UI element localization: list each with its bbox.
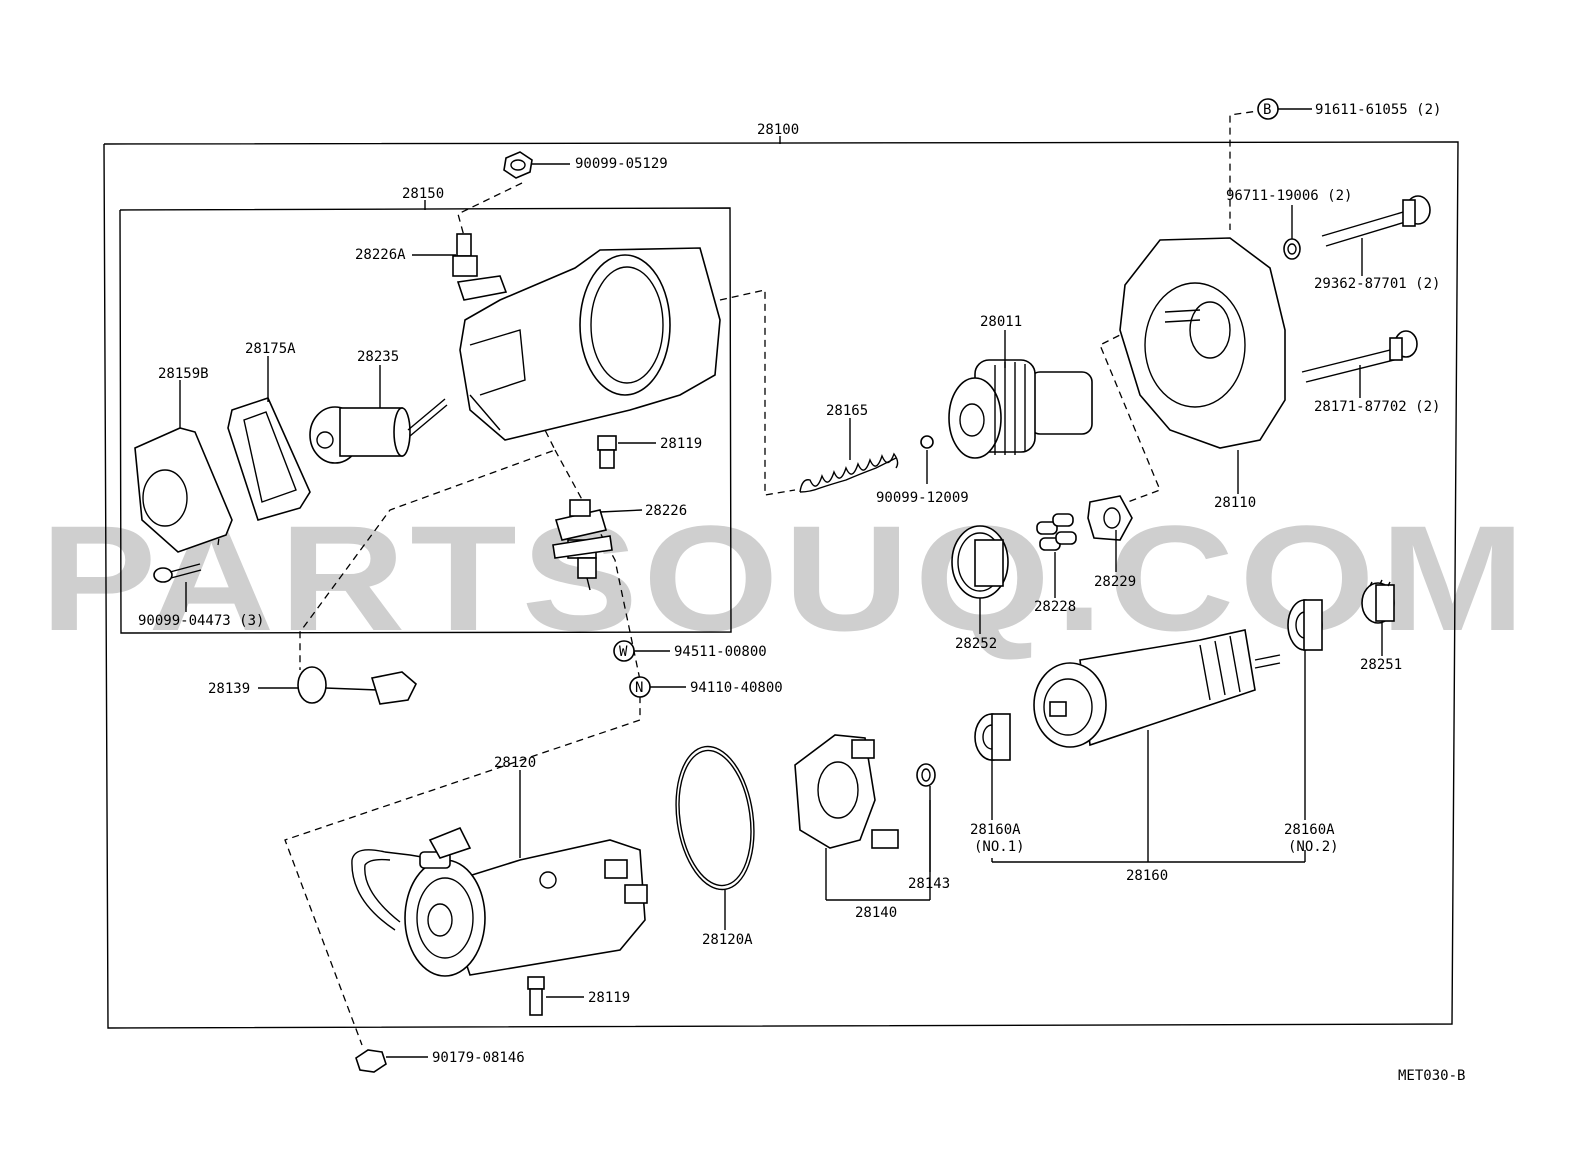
callout-90099-12009[interactable]: 90099-12009: [876, 490, 969, 506]
brush-holder-28140: [794, 734, 899, 849]
symbol-b-letter: B: [1263, 102, 1271, 118]
callout-28229[interactable]: 28229: [1094, 574, 1136, 590]
callout-28120[interactable]: 28120: [494, 755, 536, 771]
callout-28226[interactable]: 28226: [645, 503, 687, 519]
oring-28120a: [675, 745, 755, 891]
sub-assembly-frame: [119, 207, 732, 634]
dash-housing-left: [1099, 329, 1161, 504]
callout-28160a-no2[interactable]: 28160A: [1284, 822, 1335, 838]
screw-90099-04473: [153, 563, 202, 583]
callout-28171-87702[interactable]: 28171-87702 (2): [1314, 399, 1440, 415]
bolt-28171: [1301, 330, 1418, 383]
callout-28143[interactable]: 28143: [908, 876, 950, 892]
spring-28165: [799, 452, 899, 493]
callout-90179-08146[interactable]: 90179-08146: [432, 1050, 525, 1066]
gear-28251: [1361, 579, 1395, 624]
pin-28119-top: [597, 435, 617, 469]
bearing-28160a-no1: [974, 713, 1011, 761]
housing-28150: [459, 247, 721, 441]
cover-28159b: [134, 427, 233, 553]
pin-28119-bottom: [527, 976, 545, 1016]
callout-28228[interactable]: 28228: [1034, 599, 1076, 615]
oring-96711: [1283, 238, 1301, 260]
dash-solenoid: [284, 449, 641, 1046]
callout-28252[interactable]: 28252: [955, 636, 997, 652]
callout-28139[interactable]: 28139: [208, 681, 250, 697]
callout-91611-61055[interactable]: 91611-61055 (2): [1315, 102, 1441, 118]
lead-wire-28139: [297, 666, 417, 705]
ball-90099-12009: [920, 435, 934, 449]
dash-lead: [299, 419, 556, 670]
callout-28226a[interactable]: 28226A: [355, 247, 406, 263]
callout-28120a[interactable]: 28120A: [702, 932, 753, 948]
callout-28160a-no1[interactable]: 28160A: [970, 822, 1021, 838]
solenoid-28120: [351, 826, 648, 977]
callout-29362-87701[interactable]: 29362-87701 (2): [1314, 276, 1440, 292]
dash-b: [1229, 109, 1266, 230]
callout-28175a[interactable]: 28175A: [245, 341, 296, 357]
callout-28160a-no2-sub[interactable]: (NO.2): [1288, 839, 1339, 855]
callout-28160a-no1-sub[interactable]: (NO.1): [974, 839, 1025, 855]
dash-housing-right: [719, 289, 796, 496]
terminal-28226a: [452, 233, 508, 301]
plunger-28235: [309, 398, 448, 464]
sub-assembly-label: 28150: [402, 186, 444, 202]
callout-96711-19006[interactable]: 96711-19006 (2): [1226, 188, 1352, 204]
callout-28119-bottom[interactable]: 28119: [588, 990, 630, 1006]
callout-28251[interactable]: 28251: [1360, 657, 1402, 673]
callout-94110-40800[interactable]: 94110-40800: [690, 680, 783, 696]
callout-90099-04473[interactable]: 90099-04473 (3): [138, 613, 264, 629]
bolt-90099-05129: [503, 151, 533, 179]
retainer-28229: [1087, 495, 1133, 541]
bolt-29362: [1321, 195, 1431, 247]
terminal-28226: [552, 499, 613, 591]
callout-28159b[interactable]: 28159B: [158, 366, 209, 382]
nut-90179-08146: [355, 1049, 387, 1073]
callout-28011[interactable]: 28011: [980, 314, 1022, 330]
clutch-28011: [948, 359, 1093, 459]
symbol-b: B: [1257, 98, 1279, 120]
bearing-28160a-no2: [1287, 599, 1323, 651]
callout-94511-00800[interactable]: 94511-00800: [674, 644, 767, 660]
callout-28119-top[interactable]: 28119: [660, 436, 702, 452]
assembly-label: 28100: [757, 122, 799, 138]
callout-28140[interactable]: 28140: [855, 905, 897, 921]
housing-28110: [1119, 237, 1286, 449]
oring-96711-inner: [1287, 243, 1297, 255]
rollers-28228: [1036, 513, 1077, 551]
callout-28235[interactable]: 28235: [357, 349, 399, 365]
symbol-w-letter: W: [619, 644, 628, 660]
callout-28160[interactable]: 28160: [1126, 868, 1168, 884]
gear-28252: [951, 525, 1009, 599]
leader-lines: [179, 108, 1383, 1058]
armature-28160: [1033, 629, 1281, 748]
spring-28143: [916, 763, 936, 787]
callout-28165[interactable]: 28165: [826, 403, 868, 419]
symbol-n-letter: N: [635, 680, 643, 696]
assembly-frame: [103, 141, 1459, 1029]
watermark-text: PARTSOUQ.COM: [40, 494, 1530, 662]
callout-28110[interactable]: 28110: [1214, 495, 1256, 511]
callout-90099-05129[interactable]: 90099-05129: [575, 156, 668, 172]
diagram-code: MET030-B: [1398, 1068, 1465, 1084]
